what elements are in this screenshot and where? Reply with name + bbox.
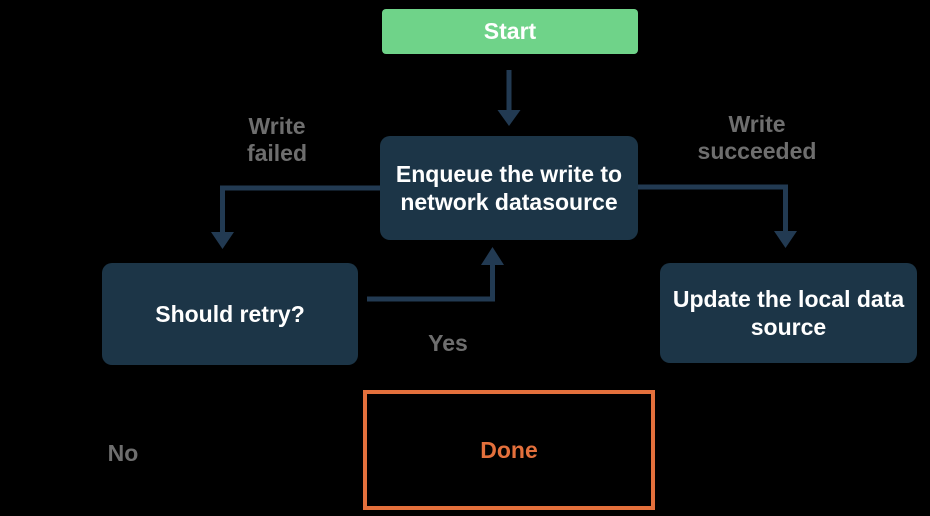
edge-label-no: No <box>107 440 139 466</box>
edge-yes-retry-arrow <box>367 247 504 302</box>
start-node: Start <box>382 9 638 54</box>
enqueue-write-node: Enqueue the write to network datasource <box>380 136 638 240</box>
edge-write-succeeded-arrow <box>638 184 797 248</box>
edge-write-failed-arrow <box>211 185 380 249</box>
done-node: Done <box>363 390 655 510</box>
edge-start-to-enqueue <box>497 70 521 126</box>
should-retry-node: Should retry? <box>102 263 358 365</box>
edge-label-write-succeeded: Write succeeded <box>697 111 817 165</box>
edge-label-write-failed: Write failed <box>246 113 308 167</box>
update-local-source-node: Update the local data source <box>660 263 917 363</box>
edge-label-yes: Yes <box>428 330 468 356</box>
